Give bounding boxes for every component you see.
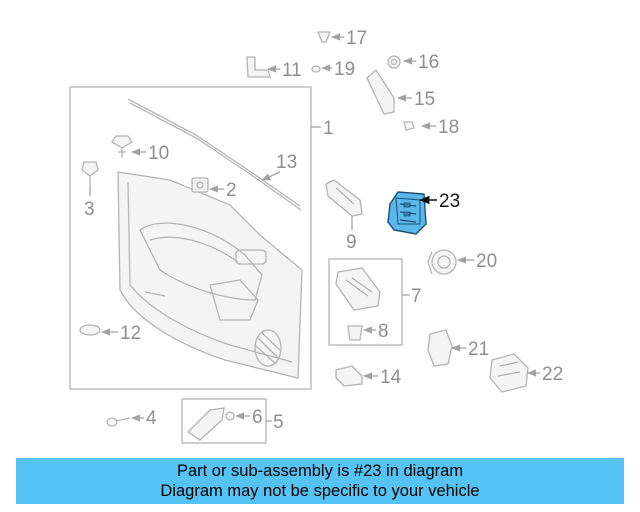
callout-15: 15 (414, 89, 435, 110)
callout-17: 17 (346, 28, 367, 49)
banner-line-2: Diagram may not be specific to your vehi… (160, 482, 480, 500)
screw-part-18 (403, 121, 415, 131)
switch-panel-part-7 (335, 267, 381, 311)
callout-23: 23 (439, 191, 460, 212)
door-handle-recess (235, 249, 267, 265)
callout-5: 5 (273, 412, 284, 433)
callout-21: 21 (468, 339, 489, 360)
callout-9: 9 (346, 232, 357, 253)
switch-assembly-frame (328, 258, 403, 346)
callout-8: 8 (378, 321, 389, 342)
callout-13: 13 (276, 152, 297, 173)
switch-part-22 (489, 353, 529, 393)
bracket-part-11 (246, 56, 271, 78)
speaker-grille (254, 329, 282, 367)
callout-6: 6 (252, 407, 263, 428)
callout-16: 16 (418, 52, 439, 73)
door-parts-diagram: 1 2 3 4 5 6 7 8 9 10 11 12 13 14 15 16 1… (69, 28, 563, 444)
clip-part-3 (81, 161, 99, 186)
callout-14: 14 (380, 367, 402, 388)
callout-20: 20 (476, 251, 497, 272)
bracket-part-21 (427, 329, 453, 367)
callout-19: 19 (334, 59, 355, 80)
window-switch-part-23[interactable] (387, 191, 427, 235)
screw-part-6 (225, 411, 235, 421)
armrest (139, 222, 263, 301)
bracket-part-2 (191, 177, 209, 193)
callout-18: 18 (438, 117, 459, 138)
callout-3: 3 (84, 199, 95, 220)
callout-11: 11 (282, 60, 302, 81)
inner-handle-part-9 (325, 179, 363, 217)
trim-strip (127, 98, 301, 207)
pull-handle-part-5 (186, 407, 225, 441)
clip-part-17 (317, 31, 331, 43)
banner-line-1: Part or sub-assembly is #23 in diagram (176, 462, 464, 480)
nut-part-19 (311, 65, 321, 73)
callout-7: 7 (411, 286, 422, 307)
clip-part-10 (111, 135, 133, 158)
speaker-part-20 (427, 249, 457, 275)
callout-12: 12 (120, 323, 141, 344)
callout-1: 1 (323, 118, 334, 139)
switch-part-14 (335, 365, 363, 387)
callout-22: 22 (542, 364, 563, 385)
door-trim-panel (117, 171, 303, 379)
door-panel-frame (69, 86, 312, 390)
door-trim-panel-group (69, 86, 312, 390)
grommet-part-16 (387, 55, 401, 69)
clip-part-8 (347, 325, 363, 341)
mirror-cover-part-15 (366, 69, 395, 115)
info-banner: Part or sub-assembly is #23 in diagram D… (16, 458, 624, 504)
screw-part-4 (106, 417, 131, 427)
callout-4: 4 (146, 408, 157, 429)
callout-2: 2 (226, 180, 237, 201)
plug-part-12 (79, 324, 101, 336)
callout-10: 10 (148, 143, 169, 164)
